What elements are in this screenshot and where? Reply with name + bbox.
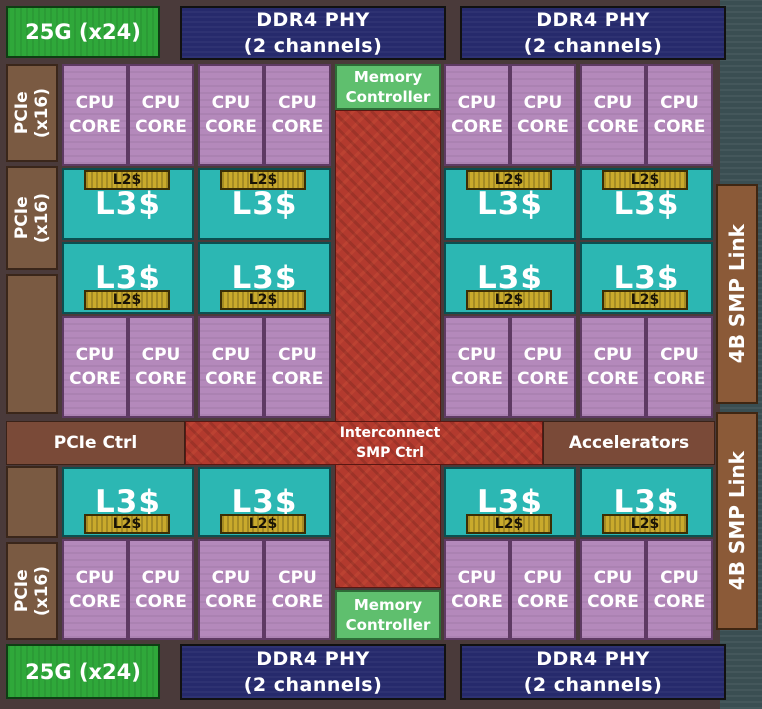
cpu-core: CPU CORE [128, 539, 194, 640]
cpu-core: CPU CORE [580, 64, 646, 166]
cpu-core: CPU CORE [510, 64, 576, 166]
l2-cache: L2$ [220, 170, 306, 190]
pcie-x16-1: PCIe (x16) [6, 64, 58, 162]
cpu-core: CPU CORE [444, 539, 510, 640]
accelerators: Accelerators [543, 421, 715, 465]
smp-link-bottom-label: 4B SMP Link [725, 451, 749, 591]
cpu-core: CPU CORE [128, 316, 194, 418]
ddr4-phy-top-right: DDR4 PHY (2 channels) [460, 6, 726, 60]
cpu-core: CPU CORE [62, 316, 128, 418]
io-25g-top: 25G (x24) [6, 6, 160, 58]
pcie-ctrl: PCIe Ctrl [6, 421, 185, 465]
ddr4-phy-bottom-right: DDR4 PHY (2 channels) [460, 644, 726, 700]
io-25g-bottom: 25G (x24) [6, 644, 160, 699]
cpu-core: CPU CORE [198, 316, 264, 418]
cpu-core: CPU CORE [264, 539, 331, 640]
ddr4-phy-top-left: DDR4 PHY (2 channels) [180, 6, 446, 60]
pcie-left-phy [6, 274, 58, 414]
pcie-x16-3: PCIe (x16) [6, 542, 58, 640]
l2-cache: L2$ [84, 290, 170, 310]
ddr4-phy-bottom-left: DDR4 PHY (2 channels) [180, 644, 446, 700]
l2-cache: L2$ [84, 170, 170, 190]
l2-cache: L2$ [602, 170, 688, 190]
l2-cache: L2$ [84, 514, 170, 534]
cpu-core: CPU CORE [264, 64, 331, 166]
cpu-core: CPU CORE [444, 316, 510, 418]
l2-cache: L2$ [220, 290, 306, 310]
l2-cache: L2$ [220, 514, 306, 534]
l2-cache: L2$ [466, 290, 552, 310]
central-fabric-horizontal [185, 421, 543, 465]
cpu-core: CPU CORE [580, 539, 646, 640]
smp-link-top-label: 4B SMP Link [725, 224, 749, 364]
l2-cache: L2$ [602, 290, 688, 310]
cpu-core: CPU CORE [510, 316, 576, 418]
l2-cache: L2$ [602, 514, 688, 534]
cpu-core: CPU CORE [580, 316, 646, 418]
cpu-core: CPU CORE [444, 64, 510, 166]
smp-link-top: 4B SMP Link [716, 184, 758, 404]
cpu-core: CPU CORE [198, 64, 264, 166]
l2-cache: L2$ [466, 514, 552, 534]
cpu-core: CPU CORE [128, 64, 194, 166]
pcie-x16-3-label: PCIe (x16) [12, 565, 52, 617]
pcie-x16-1-label: PCIe (x16) [12, 87, 52, 139]
central-fabric-vertical [335, 110, 441, 588]
memory-controller-bottom: Memory Controller [335, 590, 441, 640]
pcie-left-phy-lower [6, 466, 58, 538]
interconnect-smp-ctrl: Interconnect SMP Ctrl [339, 425, 441, 461]
memory-controller-top: Memory Controller [335, 64, 441, 110]
smp-link-bottom: 4B SMP Link [716, 412, 758, 630]
cpu-core: CPU CORE [62, 539, 128, 640]
cpu-core: CPU CORE [510, 539, 576, 640]
pcie-x16-2: PCIe (x16) [6, 166, 58, 270]
cpu-core: CPU CORE [646, 64, 713, 166]
cpu-core: CPU CORE [646, 539, 713, 640]
l2-cache: L2$ [466, 170, 552, 190]
cpu-core: CPU CORE [646, 316, 713, 418]
pcie-x16-2-label: PCIe (x16) [12, 192, 52, 244]
cpu-core: CPU CORE [198, 539, 264, 640]
cpu-core: CPU CORE [264, 316, 331, 418]
cpu-core: CPU CORE [62, 64, 128, 166]
